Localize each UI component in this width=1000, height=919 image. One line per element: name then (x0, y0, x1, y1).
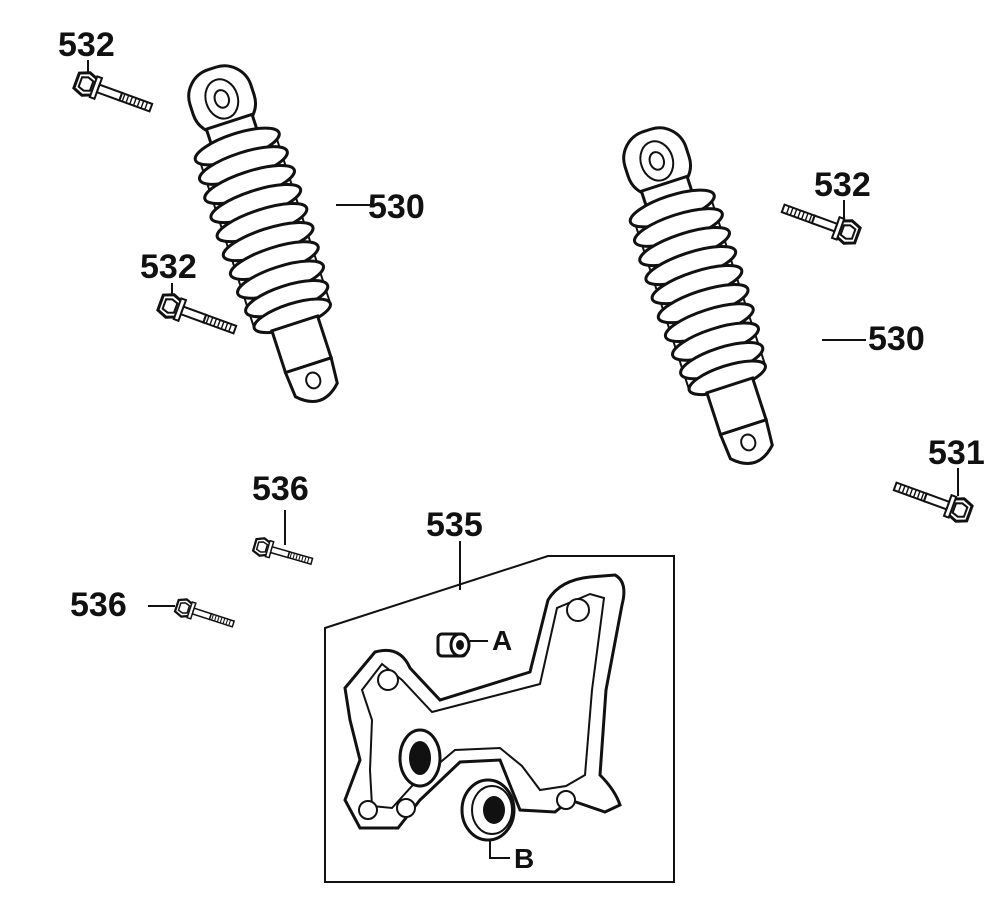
bearing-b (460, 778, 516, 842)
label-536-upper: 536 (252, 470, 309, 508)
label-532-top-left: 532 (58, 26, 115, 64)
bolt-531-right-lower (889, 473, 976, 527)
label-a: A (492, 625, 512, 656)
label-530-right: 530 (868, 320, 925, 358)
bolt-532-right-upper (777, 195, 864, 249)
bolt-536-upper (251, 535, 316, 572)
label-535: 535 (426, 506, 483, 544)
label-532-right-upper: 532 (814, 166, 871, 204)
bushing-a (436, 632, 471, 658)
label-536-lower: 536 (70, 586, 127, 624)
bracket-assembly-box (324, 555, 675, 883)
label-531: 531 (928, 434, 985, 472)
shock-absorber-right (600, 114, 801, 479)
label-530-left: 530 (368, 188, 425, 226)
bolt-532-mid-left (154, 289, 241, 343)
bolt-536-lower (172, 595, 238, 634)
bolt-532-top-left (70, 67, 157, 121)
label-532-mid-left: 532 (140, 248, 197, 286)
shock-absorber-left (165, 52, 366, 417)
mounting-bracket (343, 573, 626, 830)
label-b: B (514, 843, 534, 874)
